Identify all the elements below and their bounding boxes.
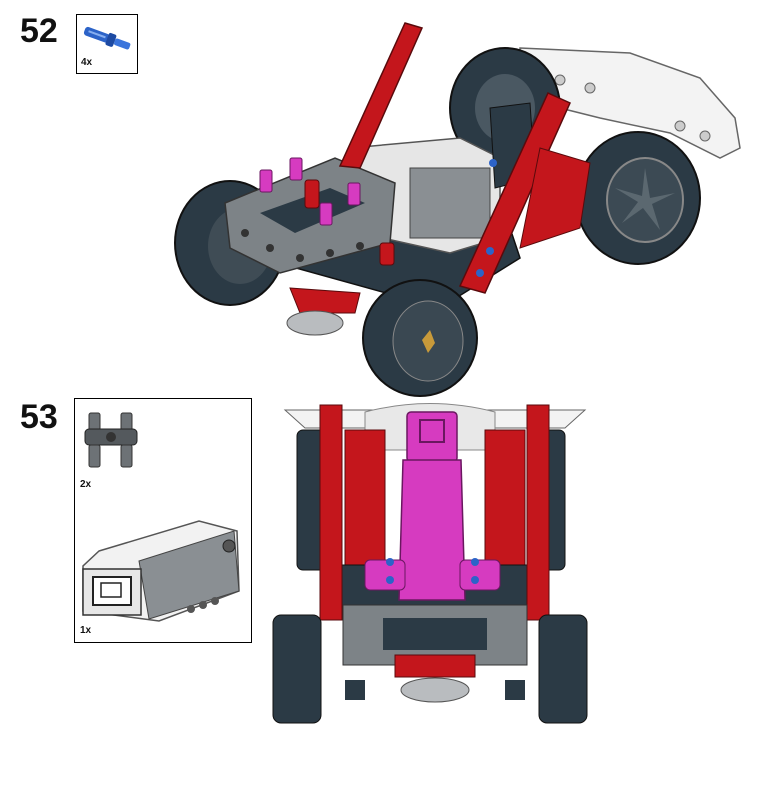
medium-motor-icon [82, 520, 240, 622]
blue-axle-pin-icon [83, 26, 131, 50]
rear-white-frame [519, 47, 741, 159]
step-53-model-illustration [272, 403, 588, 724]
red-liftarm-right [526, 404, 550, 621]
parts-callout-step-52: 4x [76, 14, 138, 74]
red-liftarm-left [338, 22, 424, 169]
red-liftarm-right [458, 92, 591, 294]
front-left-wheel [272, 614, 322, 724]
magenta-motor [364, 411, 501, 601]
step-52-model-illustration [174, 22, 741, 397]
parts-callout-step-53: 2x 1x [74, 398, 252, 643]
magenta-pins [259, 157, 361, 226]
red-steering-part [289, 242, 395, 314]
double-pin-connector-icon [84, 412, 138, 468]
part-qty: 1x [80, 625, 92, 636]
front-right-wheel [362, 279, 478, 397]
red-liftarm-left [319, 404, 343, 621]
part-qty: 2x [80, 479, 92, 490]
red-steering-part [394, 654, 476, 678]
rear-right-wheel [575, 131, 701, 265]
step-number-52: 52 [20, 12, 58, 50]
part-qty: 4x [81, 57, 93, 68]
step-number-53: 53 [20, 398, 58, 436]
front-right-wheel [538, 614, 588, 724]
